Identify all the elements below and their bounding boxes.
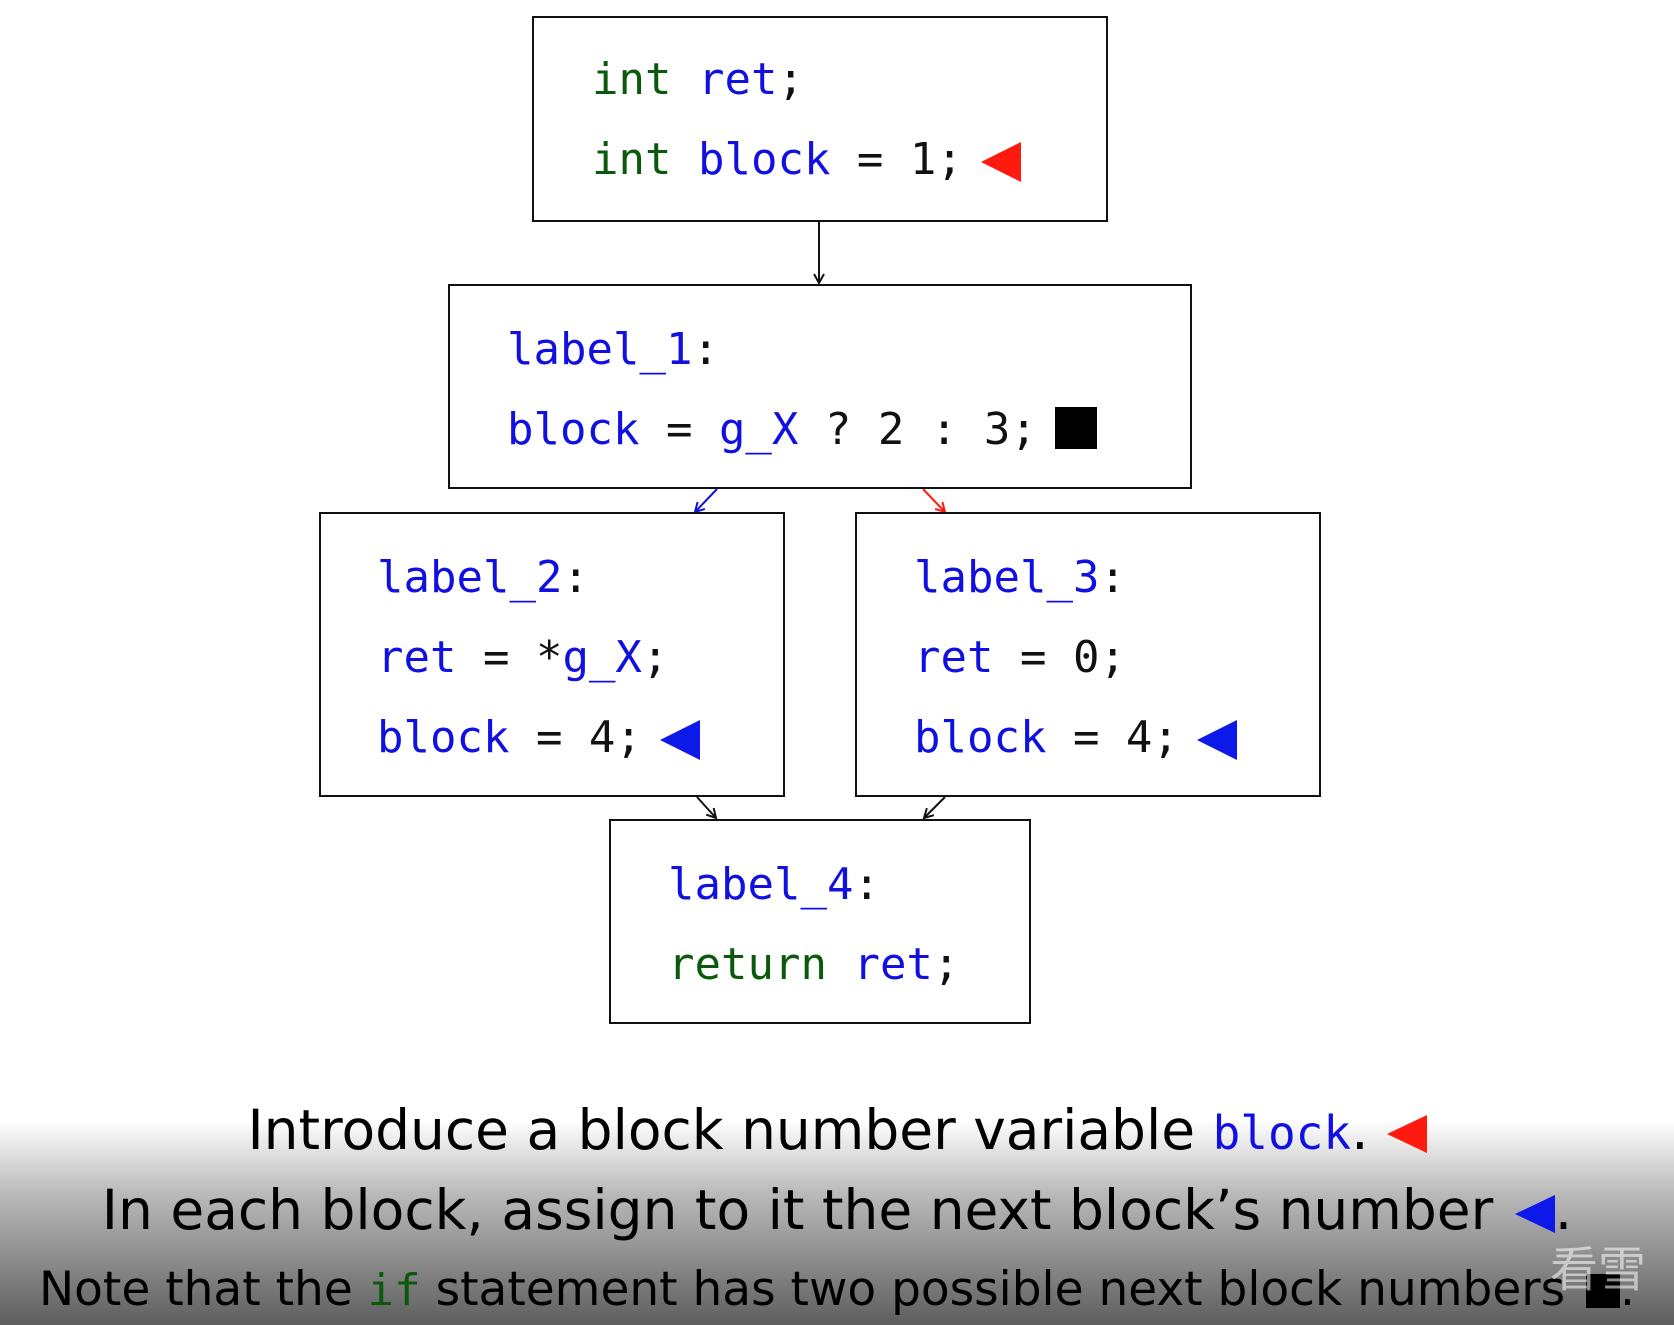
blue-triangle-left-icon	[659, 720, 700, 760]
black-square-icon	[1586, 1273, 1621, 1308]
caption-line-1: Introduce a block number variable block.	[0, 1098, 1674, 1162]
blue-triangle-left-icon	[1196, 720, 1237, 760]
watermark: 看雪	[1549, 1242, 1646, 1298]
arrow-label2-to-label4	[696, 796, 716, 818]
black-square-icon	[1054, 407, 1097, 449]
entry-line-2: int block = 1;	[592, 138, 1021, 182]
block-label-2: label_2: ret = *g_X; block = 4;	[319, 512, 785, 797]
label2-line-2: ret = *g_X;	[377, 632, 669, 683]
entry-block: int ret; int block = 1;	[532, 16, 1108, 222]
arrow-label1-to-label3	[922, 488, 945, 512]
label2-line-1: label_2:	[377, 552, 589, 603]
label4-line-2: return ret;	[668, 939, 960, 990]
block-label-1: label_1: block = g_X ? 2 : 3;	[448, 284, 1192, 489]
caption-line-3: Note that the if statement has two possi…	[39, 1262, 1635, 1317]
label2-line-3: block = 4;	[377, 716, 700, 760]
caption-line-2: In each block, assign to it the next blo…	[101, 1178, 1573, 1242]
label4-line-1: label_4:	[668, 859, 880, 910]
arrow-label3-to-label4	[924, 796, 946, 818]
block-label-4: label_4: return ret;	[609, 819, 1031, 1024]
blue-triangle-left-icon	[1514, 1194, 1555, 1233]
label3-line-1: label_3:	[914, 552, 1126, 603]
arrow-label1-to-label2	[695, 488, 718, 512]
label1-line-1: label_1:	[507, 324, 719, 375]
entry-line-1: int ret;	[592, 54, 804, 105]
red-triangle-left-icon	[1386, 1114, 1427, 1153]
label1-line-2: block = g_X ? 2 : 3;	[507, 407, 1097, 452]
red-triangle-left-icon	[980, 142, 1021, 182]
label3-line-2: ret = 0;	[914, 632, 1126, 683]
block-label-3: label_3: ret = 0; block = 4;	[855, 512, 1321, 797]
label3-line-3: block = 4;	[914, 716, 1237, 760]
